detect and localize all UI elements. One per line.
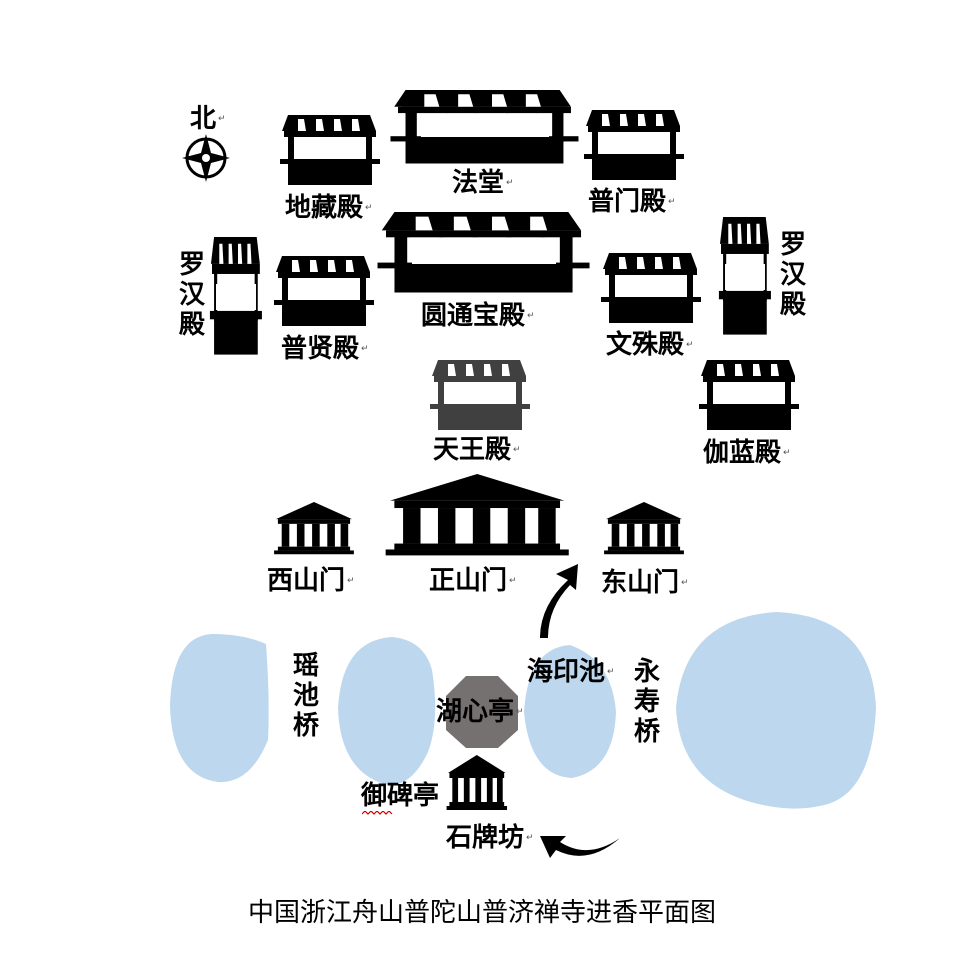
north-label: 北↵ bbox=[190, 104, 226, 134]
yongshou-bridge-label: 永寿桥 bbox=[633, 657, 660, 747]
yuantong-label: 圆通宝殿↵ bbox=[421, 301, 535, 331]
puxian-label: 普贤殿↵ bbox=[281, 334, 369, 364]
yaochi-bridge-label: 瑶池桥 bbox=[292, 651, 319, 741]
spellcheck-underline bbox=[362, 811, 393, 815]
stele-pavilion-label: 御碑亭 bbox=[361, 781, 440, 811]
pond-west bbox=[170, 634, 269, 783]
west-gate-icon bbox=[274, 502, 354, 555]
compass-icon bbox=[182, 134, 230, 182]
stone-archway-label: 石牌坊↵ bbox=[446, 823, 534, 853]
stele-pavilion-icon bbox=[446, 755, 508, 810]
map-title: 中国浙江舟山普陀山普济禅寺进香平面图 bbox=[247, 898, 716, 928]
pond-middle-left bbox=[338, 637, 436, 785]
pumen-label: 普门殿↵ bbox=[588, 187, 676, 217]
east-gate-label: 东山门↵ bbox=[601, 568, 689, 598]
haiyin-pond-label: 海印池↵ bbox=[527, 657, 615, 687]
lake-pavilion-label: 湖心亭↵ bbox=[436, 697, 524, 727]
pond-east bbox=[676, 612, 876, 809]
arrow-to-stone-archway bbox=[540, 836, 620, 858]
luohan-right-label: 罗汉殿 bbox=[779, 230, 806, 320]
qielan-label: 伽蓝殿↵ bbox=[703, 438, 791, 468]
east-gate-icon bbox=[604, 502, 684, 555]
fatang-label: 法堂↵ bbox=[452, 168, 514, 198]
luohan-left-label: 罗汉殿 bbox=[178, 250, 205, 340]
pond-haiyin bbox=[524, 645, 616, 778]
main-gate-icon bbox=[385, 474, 569, 556]
west-gate-label: 西山门↵ bbox=[267, 566, 355, 596]
dizang-label: 地藏殿↵ bbox=[285, 193, 373, 223]
wenshu-label: 文殊殿↵ bbox=[606, 330, 694, 360]
arrow-to-main-gate bbox=[540, 564, 578, 638]
lake-pavilion-shape bbox=[446, 676, 518, 748]
main-gate-label: 正山门↵ bbox=[429, 566, 517, 596]
tianwang-label: 天王殿↵ bbox=[433, 435, 521, 465]
